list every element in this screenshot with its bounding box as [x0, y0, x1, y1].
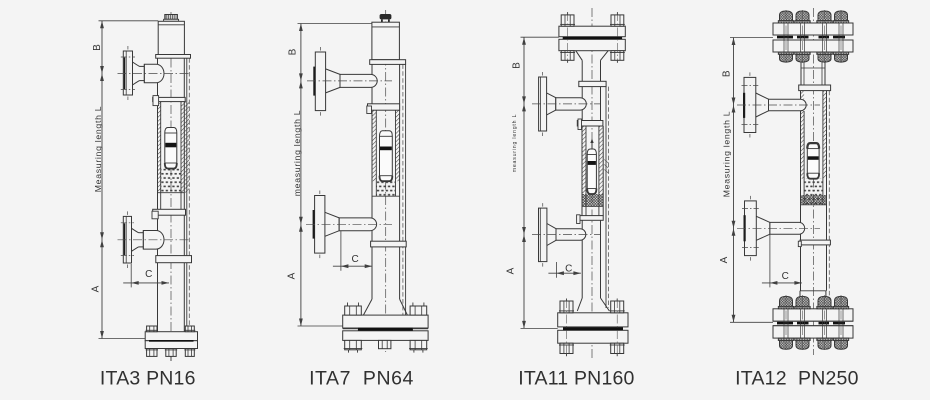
svg-text:B: B	[288, 48, 299, 55]
svg-text:measuring length L: measuring length L	[512, 114, 518, 173]
svg-text:C: C	[351, 254, 358, 265]
svg-text:C: C	[565, 263, 572, 274]
svg-text:B: B	[512, 62, 523, 69]
svg-text:C: C	[145, 269, 152, 280]
svg-text:A: A	[287, 272, 298, 279]
svg-text:C: C	[782, 271, 789, 282]
svg-text:A: A	[506, 267, 517, 274]
svg-text:B: B	[722, 70, 733, 77]
svg-text:ITA7 PN64: ITA7 PN64	[309, 368, 414, 390]
svg-text:B: B	[92, 44, 103, 51]
svg-text:Measuring length L: Measuring length L	[722, 111, 732, 198]
svg-text:ITA11 PN160: ITA11 PN160	[518, 368, 634, 390]
svg-text:A: A	[719, 256, 730, 263]
svg-text:ITA3 PN16: ITA3 PN16	[100, 368, 196, 390]
svg-text:ITA12 PN250: ITA12 PN250	[735, 368, 858, 390]
svg-text:Measuring length L: Measuring length L	[93, 106, 103, 193]
svg-text:A: A	[91, 285, 102, 292]
svg-text:measuring length L: measuring length L	[292, 110, 302, 197]
